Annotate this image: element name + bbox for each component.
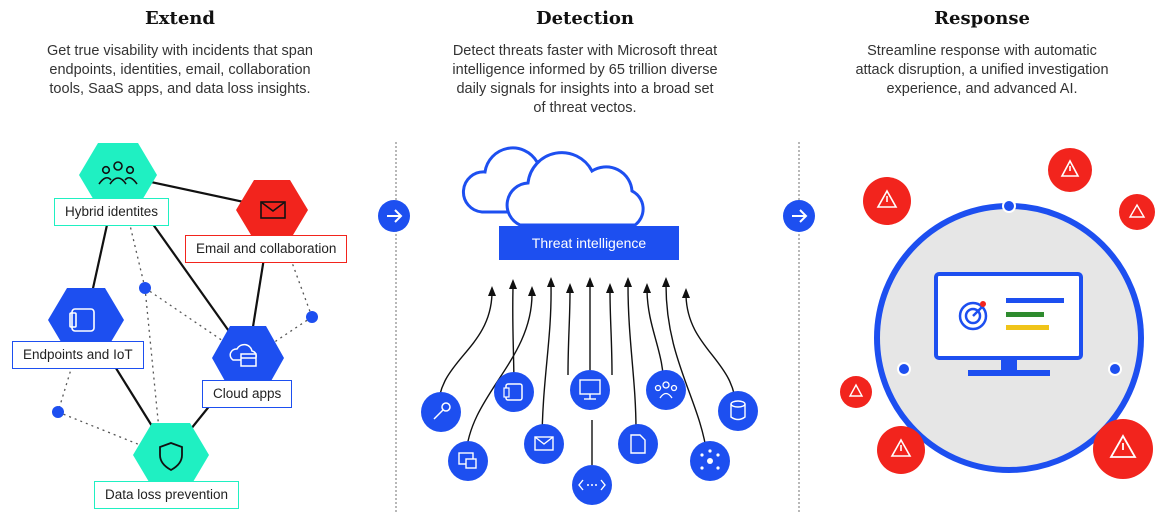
email-collaboration-label: Email and collaboration	[185, 235, 348, 263]
extend-desc-line: Get true visability with incidents that …	[47, 43, 313, 59]
detection-desc-line: of threat vectos.	[533, 100, 637, 116]
cloud-icon	[461, 146, 645, 227]
response-description: Streamline response with automatic attac…	[817, 42, 1147, 99]
key-icon	[421, 392, 461, 432]
detection-desc-line: daily signals for insights into a broad …	[456, 81, 714, 97]
people-icon	[646, 370, 686, 410]
arrow-right-icon	[792, 209, 808, 223]
mail-icon	[260, 201, 286, 219]
next-arrow-button[interactable]	[783, 200, 815, 232]
data-loss-prevention-label: Data loss prevention	[94, 481, 240, 509]
network-dot	[306, 311, 318, 323]
document-icon	[618, 424, 658, 464]
next-arrow-button[interactable]	[378, 200, 410, 232]
separator-left	[395, 142, 397, 512]
monitor-radar-icon	[934, 272, 1083, 376]
extend-description: Get true visability with incidents that …	[15, 42, 345, 99]
warning-icon	[1048, 148, 1092, 192]
warning-icon	[1119, 194, 1155, 230]
shield-icon	[159, 442, 183, 472]
warning-icon	[863, 177, 911, 225]
response-desc-line: Streamline response with automatic	[867, 43, 1097, 59]
threat-intelligence-label: Threat intelligence	[531, 235, 647, 251]
devices-icon	[494, 372, 534, 412]
hybrid-identities-label: Hybrid identites	[54, 198, 170, 226]
response-desc-line: experience, and advanced AI.	[886, 81, 1078, 97]
cloud-app-icon	[229, 343, 257, 367]
network-dot	[52, 406, 64, 418]
warning-icon	[1093, 419, 1153, 479]
network-dot	[139, 282, 151, 294]
database-icon	[718, 391, 758, 431]
response-title: Response	[934, 8, 1030, 29]
hybrid-identities-node	[79, 143, 157, 207]
detection-title: Detection	[535, 8, 635, 29]
warning-icon	[840, 376, 872, 408]
code-icon	[572, 465, 612, 505]
endpoints-iot-node	[48, 288, 124, 352]
arrow-heads	[488, 277, 690, 298]
cloud-apps-node	[212, 326, 284, 390]
extend-desc-line: endpoints, identities, email, collaborat…	[49, 62, 311, 78]
arrow-right-icon	[387, 209, 403, 223]
data-loss-prevention-node	[133, 423, 209, 487]
detection-desc-line: Detect threats faster with Microsoft thr…	[452, 43, 718, 59]
people-icon	[98, 161, 138, 185]
detection-description: Detect threats faster with Microsoft thr…	[415, 42, 755, 118]
network-icon	[690, 441, 730, 481]
endpoints-iot-label: Endpoints and IoT	[12, 341, 144, 369]
threat-intelligence-banner	[499, 226, 679, 260]
email-collaboration-node	[236, 180, 308, 240]
laptop-icon	[448, 441, 488, 481]
detection-desc-line: intelligence informed by 65 trillion div…	[452, 62, 718, 78]
extend-desc-line: tools, SaaS apps, and data loss insights…	[49, 81, 311, 97]
mail-icon	[524, 424, 564, 464]
extend-title: Extend	[145, 8, 215, 29]
monitor-icon	[570, 370, 610, 410]
separator-right	[798, 142, 800, 512]
devices-icon	[69, 308, 95, 332]
cloud-apps-label: Cloud apps	[202, 380, 293, 408]
warning-icon	[877, 426, 925, 474]
response-desc-line: attack disruption, a unified investigati…	[855, 62, 1109, 78]
